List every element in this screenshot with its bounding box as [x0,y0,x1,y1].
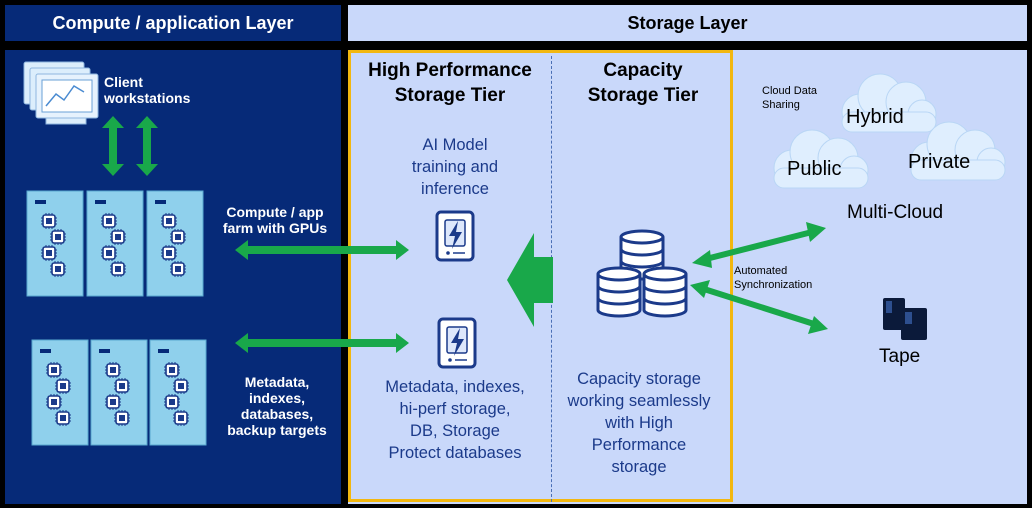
metadata-hp-arrow [235,333,409,353]
server-rack-icon [91,340,147,445]
ai-model-label: AI Model training and inference [411,136,499,198]
multi-cloud-label: Multi-Cloud [847,202,944,223]
high-performance-tier-title: High Performance Storage Tier [368,60,532,106]
server-rack-icon [147,191,203,296]
tape-sync-arrow [690,280,828,334]
server-rack-icon [150,340,206,445]
flash-drive-icon [437,317,477,369]
metadata-label: Metadata, indexes, databases, backup tar… [227,374,327,438]
server-rack-icon [27,191,83,296]
flash-drive-icon [435,210,475,262]
capacity-to-hp-arrow [507,233,553,327]
tape-cartridge-icon [883,298,927,340]
capacity-tier-description: Capacity storage working seamlessly with… [567,370,711,476]
capacity-tier-title: Capacity Storage Tier [587,60,699,106]
server-rack-icon [87,191,143,296]
monitor-chart-icon [23,61,99,125]
storage-tiers-frame [348,50,733,502]
database-stack-icon [596,229,688,318]
automated-sync-label: Automated Synchronization [734,265,813,291]
compute-farm-label: Compute / app farm with GPUs [222,204,328,236]
compute-layer-header: Compute / application Layer [5,5,341,41]
compute-hp-arrow [235,240,409,260]
cloud-data-sharing-label: Cloud Data Sharing [762,85,818,111]
client-workstations-label: Client workstations [104,74,191,106]
storage-layer-header: Storage Layer [348,5,1027,41]
private-cloud-label: Private [908,151,971,173]
client-compute-arrows [102,116,158,176]
tape-label: Tape [879,346,921,367]
hybrid-cloud-label: Hybrid [846,106,904,128]
hp-tier-description: Metadata, indexes, hi-perf storage, DB, … [385,378,525,462]
cloud-sync-arrow [692,222,826,268]
server-rack-icon [32,340,88,445]
public-cloud-label: Public [787,158,842,180]
